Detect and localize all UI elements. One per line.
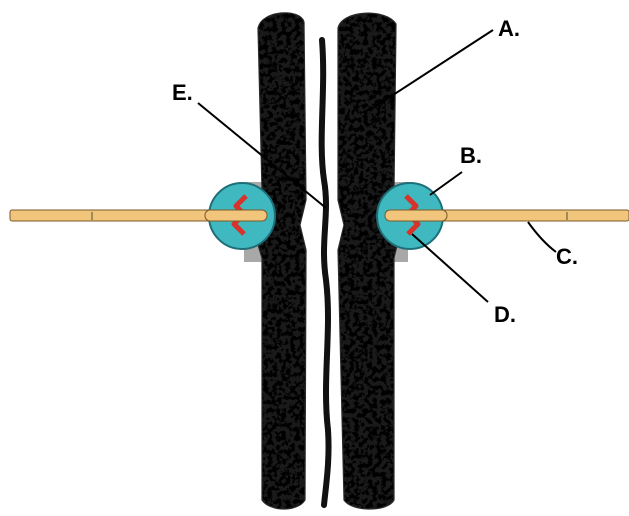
right-fiber-tip	[385, 210, 447, 221]
leader-line-c	[528, 222, 556, 252]
label-b: B.	[460, 143, 482, 168]
leader-line-d	[412, 234, 488, 302]
leader-line-b	[430, 172, 462, 195]
centromere-groove	[322, 40, 329, 505]
label-a: A.	[498, 16, 520, 41]
right-kinetochore	[377, 183, 447, 249]
label-d: D.	[494, 302, 516, 327]
left-fiber-tip	[205, 210, 267, 221]
label-c: C.	[556, 244, 578, 269]
left-kinetochore	[205, 183, 275, 249]
label-e: E.	[172, 80, 193, 105]
chromosome	[240, 0, 410, 516]
